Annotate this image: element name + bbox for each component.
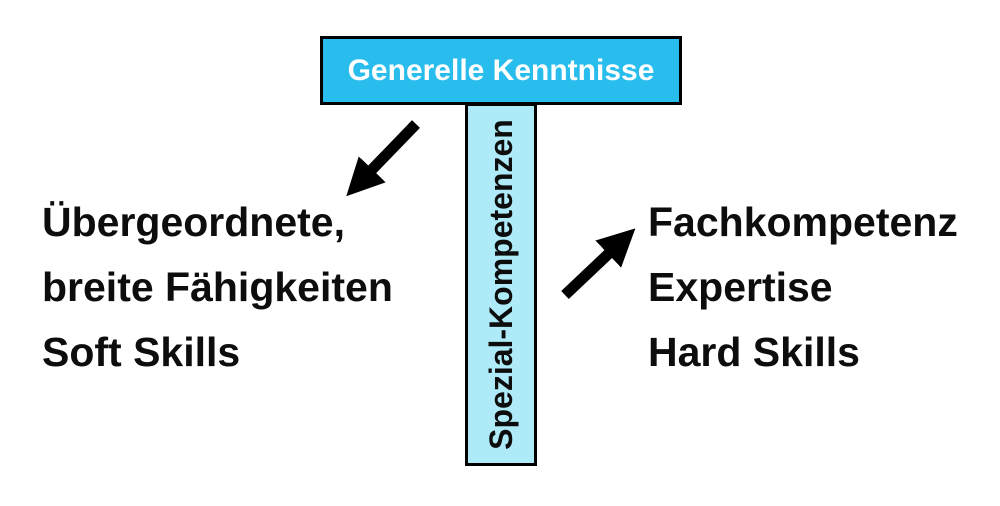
arrow-down-left-icon [346, 120, 420, 197]
left-line-3: Soft Skills [42, 329, 241, 375]
generelle-kenntnisse-box: Generelle Kenntnisse [320, 36, 682, 105]
right-line-1: Fachkompetenz [648, 199, 958, 245]
vertical-bar-label: Spezial-Kompetenzen [482, 119, 519, 450]
right-line-3: Hard Skills [648, 329, 860, 375]
right-description: Fachkompetenz Expertise Hard Skills [648, 190, 958, 385]
left-line-2: breite Fähigkeiten [42, 264, 393, 310]
left-line-1: Übergeordnete, [42, 199, 345, 245]
spezial-kompetenzen-bar: Spezial-Kompetenzen [465, 103, 537, 466]
left-description: Übergeordnete, breite Fähigkeiten Soft S… [42, 190, 393, 385]
top-box-label: Generelle Kenntnisse [347, 53, 655, 87]
right-line-2: Expertise [648, 264, 833, 310]
arrow-up-right-icon [561, 228, 636, 299]
